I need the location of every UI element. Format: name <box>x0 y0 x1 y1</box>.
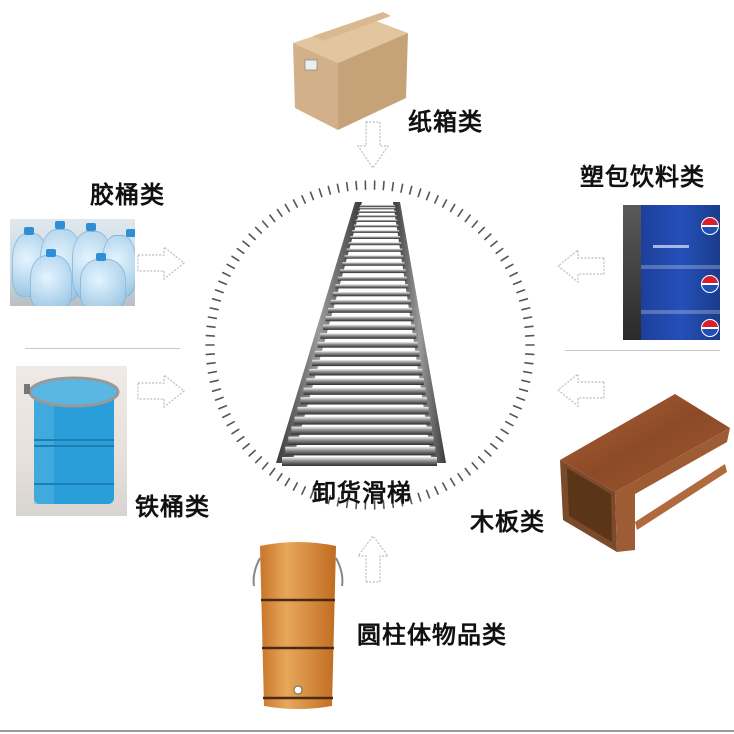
divider-right <box>565 350 720 351</box>
center-title: 卸货滑梯 <box>312 479 412 507</box>
category-label-iron-drum: 铁桶类 <box>135 493 210 521</box>
category-label-shrink-wrap-drinks: 塑包饮料类 <box>580 163 705 191</box>
arrow-right-icon <box>137 373 185 409</box>
arrow-right-icon <box>137 245 185 281</box>
bottom-border <box>0 730 734 732</box>
category-label-plastic-drum: 胶桶类 <box>90 181 165 209</box>
cardboard-box-image <box>283 8 413 133</box>
category-label-wood-board: 木板类 <box>470 508 545 536</box>
arrow-left-icon <box>557 248 605 284</box>
pepsi-packs-image <box>623 205 720 340</box>
blue-steel-drum-image <box>16 366 127 516</box>
category-label-cylinder: 圆柱体物品类 <box>357 621 507 649</box>
water-jugs-image <box>10 219 135 306</box>
wooden-barrel-image <box>248 538 348 713</box>
arrow-down-icon <box>356 121 390 170</box>
wood-grain-profile-image <box>555 392 730 552</box>
divider-left <box>25 348 180 349</box>
category-label-carton: 纸箱类 <box>408 108 483 136</box>
arrow-left-icon <box>557 372 605 408</box>
arrow-up-icon <box>356 535 390 583</box>
